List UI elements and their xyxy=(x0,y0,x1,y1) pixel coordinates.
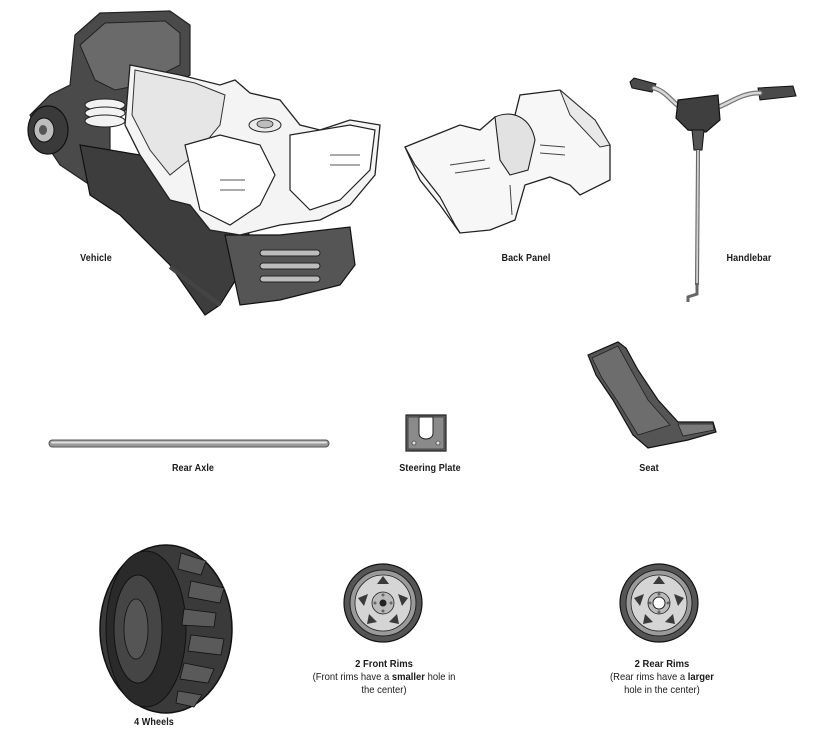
front-rims-note-pre: (Front rims have a xyxy=(312,671,392,683)
steering-plate-illustration xyxy=(405,414,447,452)
back-panel-label: Back Panel xyxy=(501,252,551,264)
front-rims-note-post: hole in xyxy=(424,671,456,683)
wheels-label: 4 Wheels xyxy=(134,716,174,728)
front-rim-illustration xyxy=(343,563,423,643)
vehicle-illustration xyxy=(27,10,381,316)
front-rims-note-bold: smaller xyxy=(391,671,425,683)
rear-axle-illustration xyxy=(48,439,330,448)
rear-rims-note-bold: larger xyxy=(687,671,714,683)
rear-rims-caption: 2 Rear Rims (Rear rims have a larger hol… xyxy=(581,658,743,697)
seat-illustration xyxy=(587,341,717,449)
steering-plate-label: Steering Plate xyxy=(399,462,461,474)
rear-rims-note-pre: (Rear rims have a xyxy=(609,671,688,683)
rear-rims-title: 2 Rear Rims xyxy=(634,658,690,670)
wheel-illustration xyxy=(99,544,233,714)
rear-rims-note-line2: hole in the center) xyxy=(624,684,700,696)
handlebar-illustration xyxy=(629,77,797,302)
seat-label: Seat xyxy=(639,462,659,474)
front-rims-note-line2: the center) xyxy=(361,684,407,696)
back-panel-illustration xyxy=(404,89,611,234)
rear-axle-label: Rear Axle xyxy=(171,462,215,474)
front-rims-caption: 2 Front Rims (Front rims have a smaller … xyxy=(303,658,465,697)
handlebar-label: Handlebar xyxy=(726,252,772,264)
rear-rim-illustration xyxy=(619,563,699,643)
vehicle-label: Vehicle xyxy=(80,252,112,264)
front-rims-title: 2 Front Rims xyxy=(355,658,413,670)
